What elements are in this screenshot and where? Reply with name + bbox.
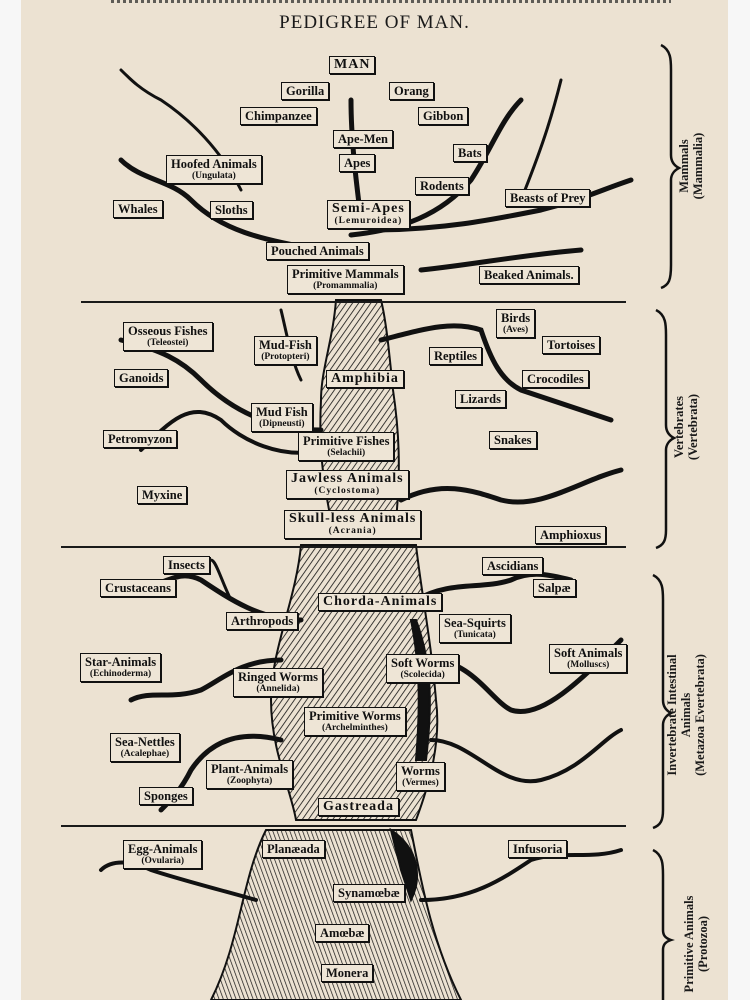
label-mud-fish-protopteri: Mud-Fish (Protopteri): [254, 336, 317, 365]
label-sea-squirts: Sea-Squirts (Tunicata): [439, 614, 511, 643]
label-man: MAN: [329, 56, 376, 74]
label-amoebae: Amœbæ: [315, 924, 370, 942]
label-whales: Whales: [113, 200, 163, 218]
label-primitive-mammals: Primitive Mammals (Promammalia): [287, 265, 404, 294]
label-pouched-animals: Pouched Animals: [266, 242, 369, 260]
label-sloths: Sloths: [210, 201, 253, 219]
label-rodents: Rodents: [415, 177, 469, 195]
label-amphibia: Amphibia: [326, 370, 404, 388]
group-label-vertebrates: Vertebrates (Vertebrata): [672, 393, 700, 461]
group-label-mammals: Mammals (Mammalia): [677, 132, 705, 200]
cropped-header-text: [111, 0, 671, 3]
label-soft-worms: Soft Worms (Scolecida): [386, 654, 460, 683]
label-salpae: Salpæ: [533, 579, 576, 597]
label-semi-apes: Semi-Apes (Lemuroidea): [327, 200, 410, 229]
label-snakes: Snakes: [489, 431, 537, 449]
label-egg-animals: Egg-Animals (Ovularia): [123, 840, 203, 869]
label-worms: Worms (Vermes): [396, 762, 445, 791]
label-infusoria: Infusoria: [508, 840, 568, 858]
label-petromyzon: Petromyzon: [103, 430, 178, 448]
label-primitive-worms: Primitive Worms (Archelminthes): [304, 707, 406, 736]
label-hoofed-animals: Hoofed Animals (Ungulata): [166, 155, 262, 184]
label-mud-fish-dipneusti: Mud Fish (Dipneusti): [251, 403, 313, 432]
label-arthropods: Arthropods: [226, 612, 299, 630]
divider-vertebrates-invertebrates: [61, 546, 626, 548]
label-skull-less-animals: Skull-less Animals (Acrania): [284, 510, 422, 539]
group-braces: [652, 43, 682, 1000]
label-jawless-animals: Jawless Animals (Cyclostoma): [286, 470, 409, 499]
label-primitive-fishes: Primitive Fishes (Selachii): [298, 432, 395, 461]
label-birds: Birds (Aves): [496, 309, 536, 338]
label-sponges: Sponges: [139, 787, 193, 805]
label-ape-men: Ape-Men: [333, 130, 393, 148]
label-ascidians: Ascidians: [482, 557, 544, 575]
label-apes: Apes: [339, 154, 376, 172]
label-monera: Monera: [321, 964, 374, 982]
label-lizards: Lizards: [455, 390, 506, 408]
label-insects: Insects: [163, 556, 210, 574]
label-amphioxus: Amphioxus: [535, 526, 607, 544]
divider-mammals-vertebrates: [81, 301, 626, 303]
label-ganoids: Ganoids: [114, 369, 169, 387]
label-crocodiles: Crocodiles: [522, 370, 589, 388]
label-star-animals: Star-Animals (Echinoderma): [80, 653, 162, 682]
label-synamoebae: Synamœbæ: [333, 884, 405, 902]
label-gastreada: Gastreada: [318, 798, 399, 816]
label-gibbon: Gibbon: [418, 107, 469, 125]
label-sea-nettles: Sea-Nettles (Acalephae): [110, 733, 180, 762]
label-plant-animals: Plant-Animals (Zoophyta): [206, 760, 294, 789]
group-label-invertebrates: Invertebrate Intestinal Animals (Metazoa…: [665, 654, 707, 776]
label-beasts-of-prey: Beasts of Prey: [505, 189, 591, 207]
label-beaked-animals: Beaked Animals.: [479, 266, 579, 284]
trunk: [209, 299, 463, 1000]
label-planaeada: Planæada: [262, 840, 325, 858]
tree-illustration: [99, 43, 682, 1000]
page: PEDIGREE OF MAN.: [21, 0, 728, 1000]
label-crustaceans: Crustaceans: [100, 579, 176, 597]
page-title: PEDIGREE OF MAN.: [279, 12, 470, 33]
label-myxine: Myxine: [137, 486, 188, 504]
group-label-protozoa: Primitive Animals (Protozoa): [682, 895, 710, 993]
label-chimpanzee: Chimpanzee: [240, 107, 317, 125]
label-ringed-worms: Ringed Worms (Annelida): [233, 668, 323, 697]
label-reptiles: Reptiles: [429, 347, 483, 365]
label-bats: Bats: [453, 144, 487, 162]
label-orang: Orang: [389, 82, 434, 100]
label-chorda-animals: Chorda-Animals: [318, 593, 443, 611]
divider-invertebrates-protozoa: [61, 825, 626, 827]
label-soft-animals: Soft Animals (Molluscs): [549, 644, 628, 673]
label-tortoises: Tortoises: [542, 336, 601, 354]
label-gorilla: Gorilla: [281, 82, 330, 100]
label-osseous-fishes: Osseous Fishes (Teleostei): [123, 322, 213, 351]
